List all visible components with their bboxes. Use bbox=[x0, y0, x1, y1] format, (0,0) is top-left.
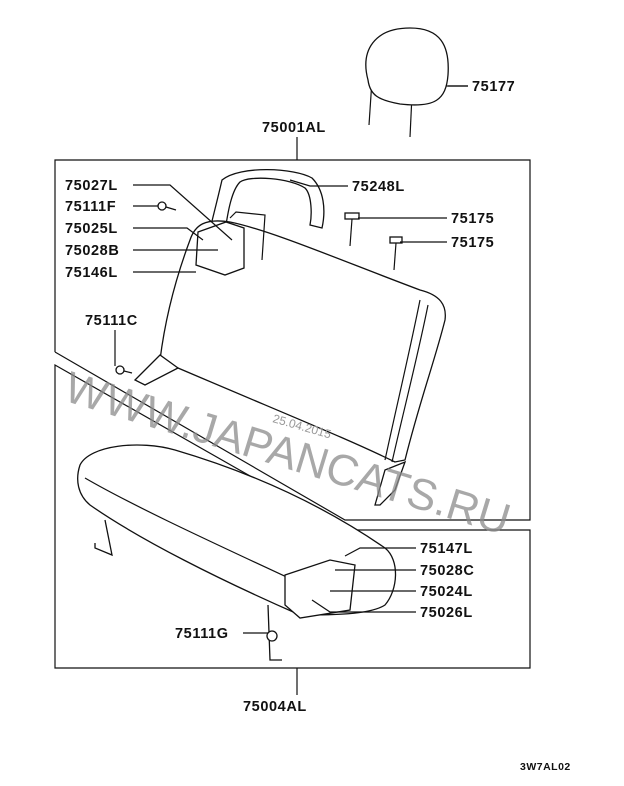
label-75175-a: 75175 bbox=[451, 211, 494, 227]
label-75175-b: 75175 bbox=[451, 235, 494, 251]
label-75111F: 75111F bbox=[65, 199, 116, 215]
label-75177: 75177 bbox=[472, 79, 515, 95]
label-75111C: 75111C bbox=[85, 313, 138, 329]
label-75001AL: 75001AL bbox=[262, 120, 326, 136]
diagram-code: 3W7AL02 bbox=[520, 761, 571, 773]
cushion-part bbox=[77, 444, 397, 661]
seatback-part bbox=[133, 168, 446, 506]
label-75147L: 75147L bbox=[420, 541, 473, 557]
label-75004AL: 75004AL bbox=[243, 699, 307, 715]
seatback-frame bbox=[54, 159, 531, 521]
headrest-part bbox=[365, 27, 468, 138]
label-75024L: 75024L bbox=[420, 584, 473, 600]
bolt-icons bbox=[115, 201, 403, 642]
label-75027L: 75027L bbox=[65, 178, 118, 194]
label-75028B: 75028B bbox=[65, 243, 119, 259]
label-75028C: 75028C bbox=[420, 563, 474, 579]
label-75025L: 75025L bbox=[65, 221, 118, 237]
label-75146L: 75146L bbox=[65, 265, 118, 281]
leader-lines bbox=[114, 85, 468, 634]
label-75248L: 75248L bbox=[352, 179, 405, 195]
label-75111G: 75111G bbox=[175, 626, 229, 642]
label-75026L: 75026L bbox=[420, 605, 473, 621]
